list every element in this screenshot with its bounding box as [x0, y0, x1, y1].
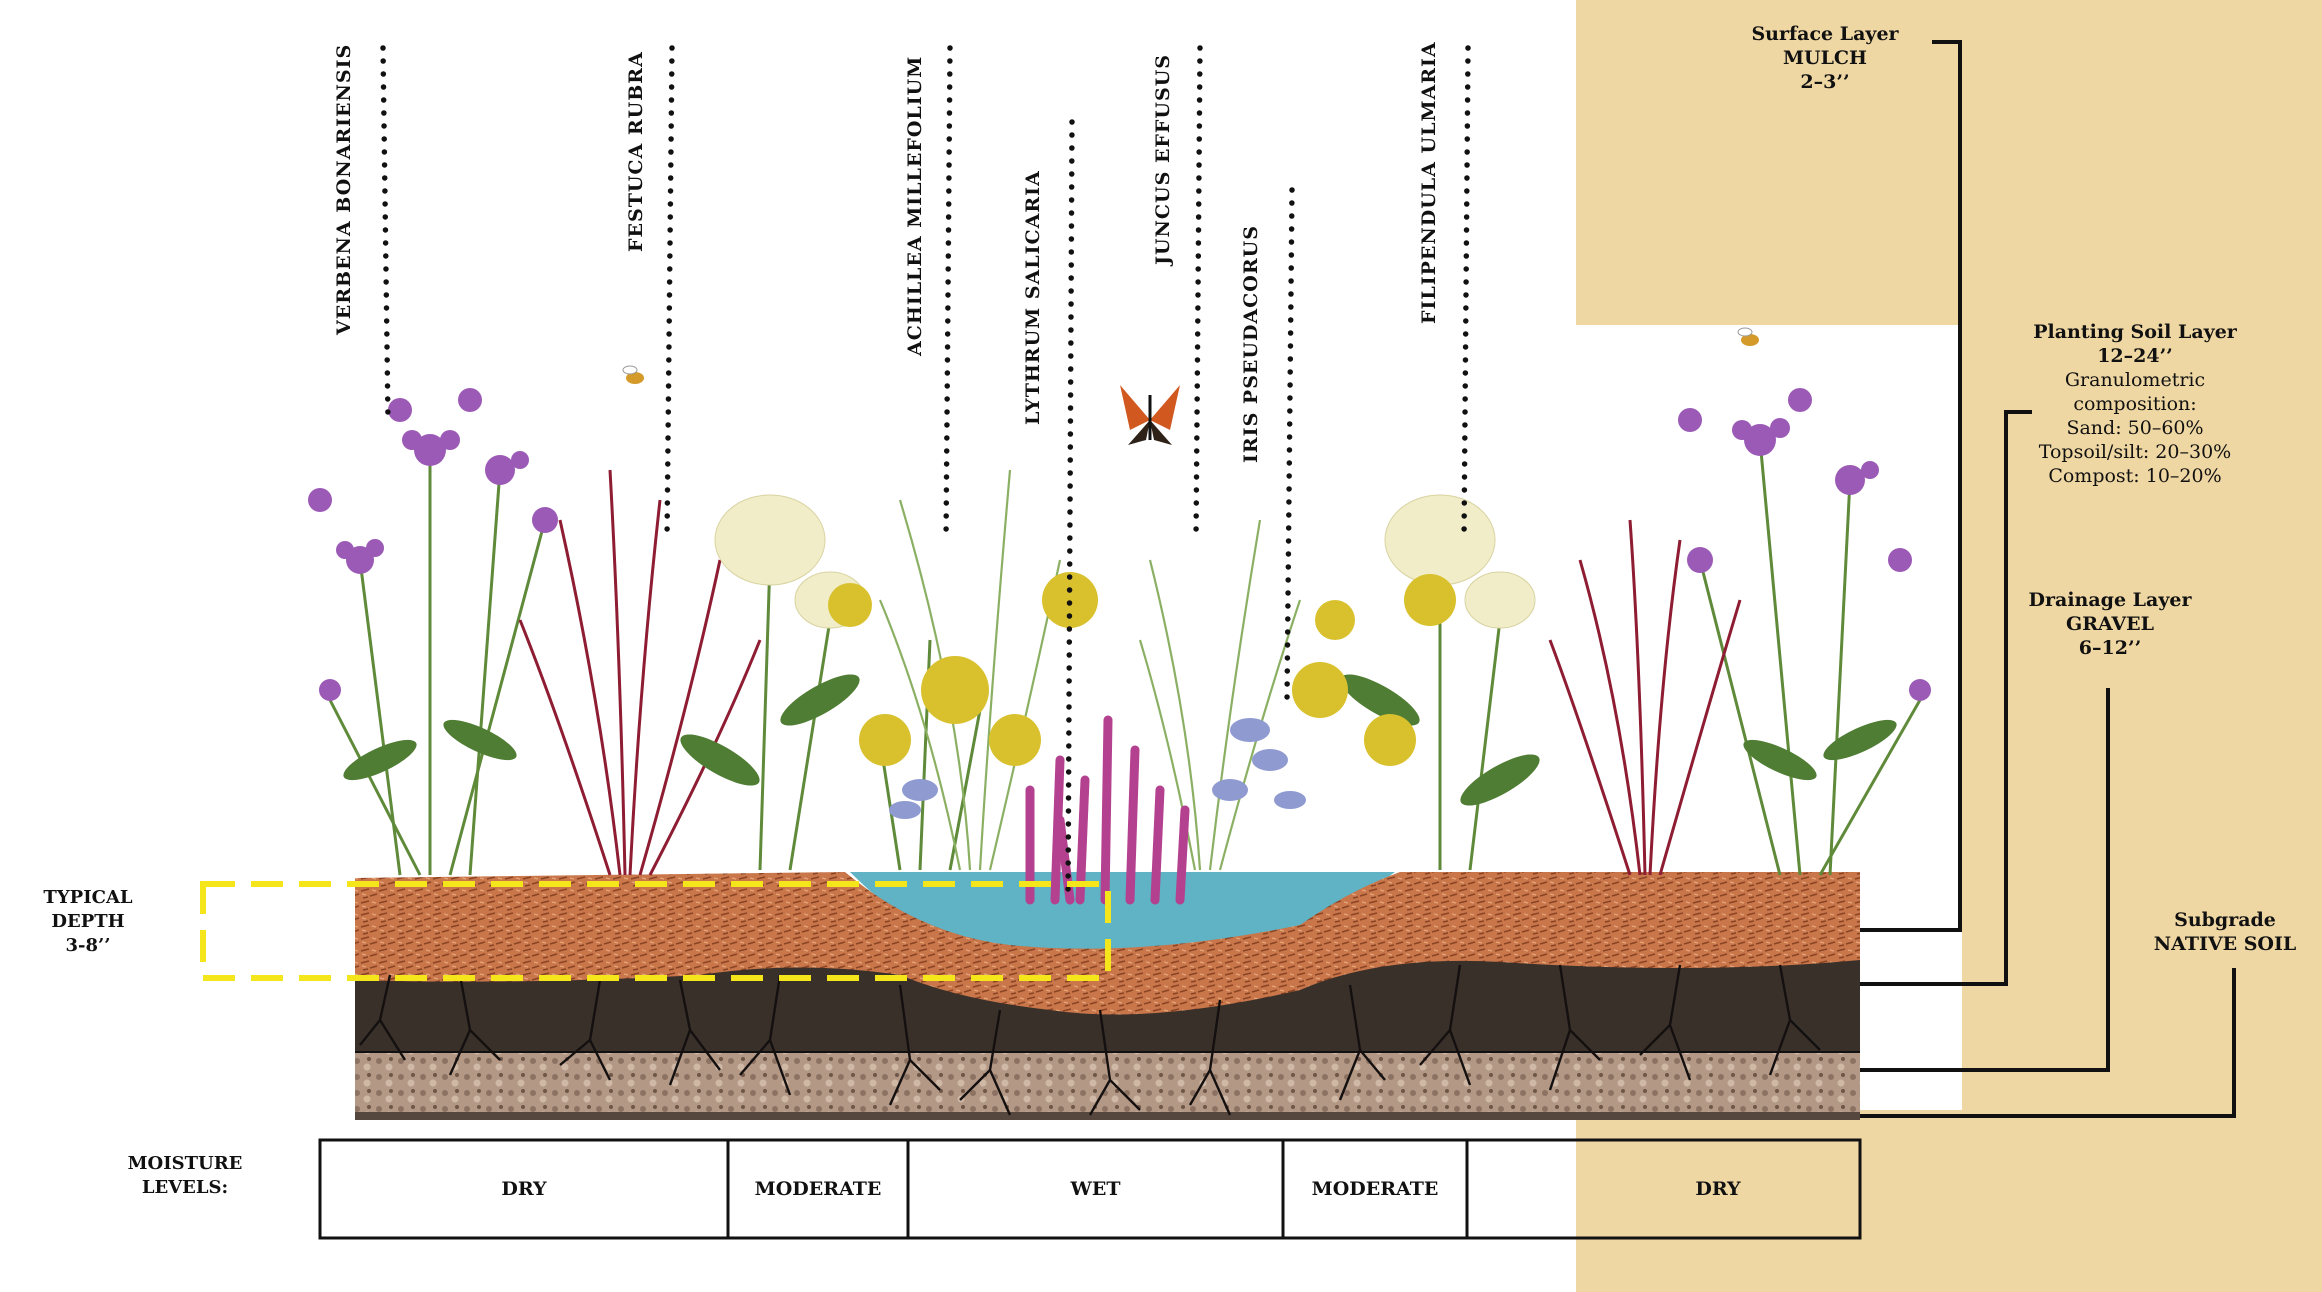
plant-label-iris: IRIS PSEUDACORUS — [1240, 225, 1262, 463]
moisture-cell-dry-right: DRY — [1695, 1178, 1741, 1200]
butterfly-icon — [1120, 385, 1180, 445]
moisture-dividers — [726, 1140, 1469, 1238]
plant-label-achillea: ACHILLEA MILLEFOLIUM — [904, 55, 926, 356]
verbena-flowers — [308, 388, 1931, 701]
moisture-cell-moderate-right: MODERATE — [1311, 1178, 1439, 1200]
planting-layer-label: Planting Soil Layer 12–24’’ Granulometri… — [2010, 320, 2260, 488]
moisture-cell-blank — [1467, 1140, 1576, 1238]
moisture-table — [318, 1138, 1862, 1240]
sand-panel-right — [1962, 0, 2322, 1292]
surface-layer-depth: 2–3’’ — [1800, 71, 1850, 93]
drainage-layer-material: GRAVEL — [2066, 613, 2154, 635]
moisture-cell-dry-left: DRY — [501, 1178, 547, 1200]
moisture-levels-title: MOISTURE LEVELS: — [110, 1152, 260, 1200]
moisture-cell-moderate-left: MODERATE — [754, 1178, 882, 1200]
roots — [359, 964, 1821, 1116]
plant-label-filipendula: FILIPENDULA ULMARIA — [1418, 41, 1440, 324]
iris-flowers — [889, 718, 1306, 819]
bee-icon — [622, 327, 1759, 384]
plant-label-festuca: FESTUCA RUBRA — [625, 51, 647, 252]
planting-layer-topsoil: Topsoil/silt: 20–30% — [2038, 441, 2232, 463]
subgrade-layer-title: Subgrade — [2174, 909, 2276, 931]
mulch-layer — [355, 872, 1860, 1015]
planting-layer-line1: Granulometric — [2064, 369, 2206, 391]
typical-depth-label: TYPICAL DEPTH 3-8’’ — [28, 886, 148, 958]
plant-label-juncus: JUNCUS EFFUSUS — [1152, 54, 1174, 265]
surface-layer-title: Surface Layer — [1751, 23, 1899, 45]
planting-layer-sand: Sand: 50–60% — [2066, 417, 2204, 439]
layer-leader-lines — [1860, 40, 2236, 1118]
typical-depth-line3: 3-8’’ — [65, 935, 111, 956]
planting-layer-depth: 12–24’’ — [2097, 345, 2173, 367]
typical-depth-box — [200, 881, 1111, 981]
typical-depth-line2: DEPTH — [51, 911, 125, 932]
achillea-flowers — [828, 572, 1456, 766]
plant-leader-lines — [380, 45, 1471, 903]
planting-layer-compost: Compost: 10–20% — [2048, 465, 2222, 487]
planting-layer-title: Planting Soil Layer — [2033, 321, 2237, 343]
plant-stems — [328, 439, 1922, 876]
planting-layer-line2: composition: — [2073, 393, 2197, 415]
lythrum-flowers — [1025, 715, 1190, 905]
subgrade-layer-material: NATIVE SOIL — [2153, 933, 2297, 955]
surface-layer-label: Surface Layer MULCH 2–3’’ — [1740, 22, 1910, 94]
drainage-layer-label: Drainage Layer GRAVEL 6–12’’ — [2010, 588, 2210, 660]
drainage-layer-depth: 6–12’’ — [2078, 637, 2142, 659]
subgrade-layer-label: Subgrade NATIVE SOIL — [2140, 908, 2310, 956]
drainage-layer-title: Drainage Layer — [2028, 589, 2192, 611]
surface-layer-material: MULCH — [1782, 47, 1868, 69]
typical-depth-line1: TYPICAL — [43, 887, 133, 908]
plant-label-lythrum: LYTHRUM SALICARIA — [1022, 170, 1044, 425]
moisture-title-line1: MOISTURE — [127, 1153, 243, 1174]
moisture-cell-wet: WET — [1070, 1178, 1121, 1200]
sand-panel-top — [1576, 0, 1964, 325]
moisture-title-line2: LEVELS: — [141, 1177, 229, 1198]
plant-label-verbena: VERBENA BONARIENSIS — [333, 43, 355, 335]
leaves — [343, 674, 1897, 806]
